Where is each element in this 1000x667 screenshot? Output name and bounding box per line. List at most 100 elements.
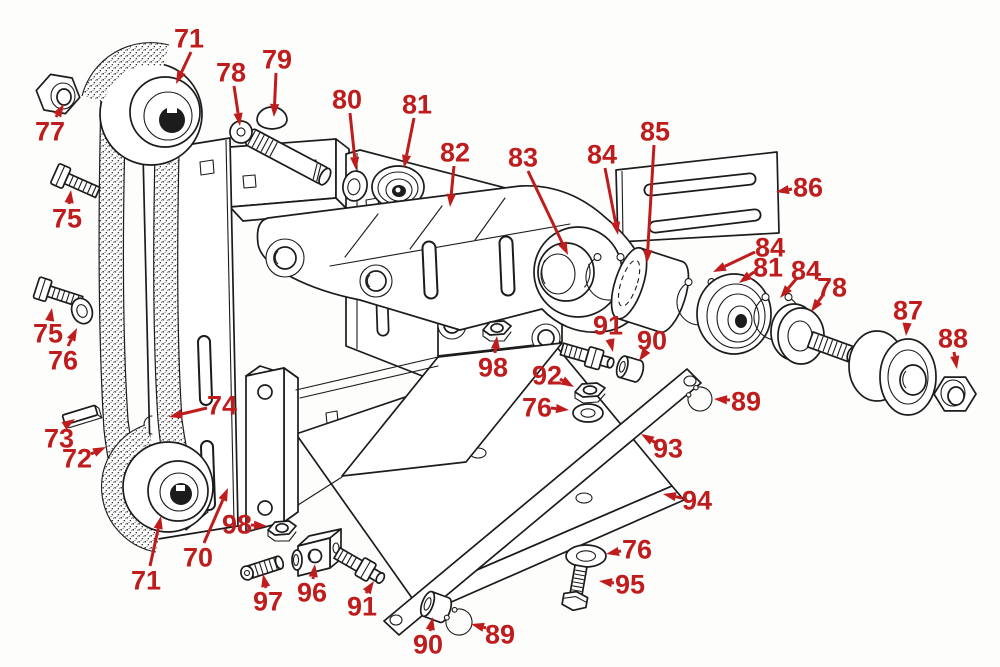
part-90-bushing-upper	[615, 355, 645, 383]
part-90-bushing-lower	[419, 590, 453, 624]
callout-arrow-line	[603, 167, 617, 223]
callout-arrowhead	[362, 581, 374, 595]
callout-arrow-line	[202, 499, 225, 544]
callout-94: 94	[663, 486, 712, 516]
callout-arrow-line	[54, 114, 59, 118]
callout-arrowhead	[714, 395, 728, 405]
callout-71a: 71	[174, 24, 204, 84]
part-78-shaft-right	[770, 303, 858, 365]
callout-arrowhead	[45, 308, 55, 322]
part-number-label: 84	[755, 233, 785, 263]
callout-78b: 78	[811, 273, 847, 312]
callout-75b: 75	[33, 308, 63, 349]
callout-arrowhead	[92, 447, 106, 457]
callout-arrowhead	[739, 271, 753, 283]
callout-arrowhead	[350, 156, 360, 170]
part-number-label: 89	[731, 387, 761, 417]
callout-96: 96	[297, 564, 327, 608]
callout-76c: 76	[48, 328, 78, 376]
part-97-set-screw	[240, 555, 285, 581]
callout-89a: 89	[714, 387, 761, 417]
part-number-label: 85	[640, 117, 670, 147]
callout-77: 77	[35, 104, 65, 147]
callout-arrowhead	[67, 328, 77, 342]
callout-arrow-line	[651, 439, 657, 445]
callout-75a: 75	[52, 190, 82, 234]
part-number-label: 80	[332, 85, 362, 115]
part-number-label: 77	[35, 117, 65, 147]
callout-74: 74	[169, 391, 237, 421]
part-number-label: 79	[262, 45, 292, 75]
callout-arrowhead	[61, 419, 75, 430]
callout-82: 82	[440, 138, 470, 207]
callout-arrowhead	[811, 298, 823, 312]
callout-arrowhead	[446, 193, 456, 207]
part-76-washer-bottom	[565, 544, 607, 568]
callout-93: 93	[641, 434, 683, 464]
part-75-bolt-top	[50, 163, 101, 199]
part-93-brace-bar	[383, 368, 702, 636]
callout-arrowhead	[153, 516, 163, 530]
part-76-washer-left	[70, 297, 94, 325]
callout-arrowhead	[169, 409, 183, 419]
callout-72: 72	[62, 444, 106, 474]
callout-arrowhead	[606, 546, 620, 556]
callout-89b: 89	[471, 620, 515, 650]
callout-arrow-line	[788, 187, 793, 192]
part-number-label: 76	[48, 346, 78, 376]
callout-arrow-line	[348, 112, 357, 158]
callout-arrow-line	[90, 451, 95, 456]
part-number-label: 91	[593, 311, 623, 341]
part-number-label: 81	[753, 253, 783, 283]
callout-arrow-line	[787, 277, 799, 290]
callout-arrowhead	[641, 434, 655, 445]
part-number-label: 78	[817, 273, 847, 303]
part-96-block	[291, 528, 342, 577]
callout-arrow-line	[364, 590, 369, 594]
callout-arrowhead	[713, 262, 727, 272]
callout-84c: 84	[780, 256, 821, 298]
callout-73: 73	[44, 419, 75, 454]
part-number-label: 90	[637, 326, 667, 356]
part-number-label: 90	[413, 630, 443, 660]
part-87-pulley-right	[848, 330, 937, 416]
part-91-bolt-upper	[559, 342, 615, 371]
part-73-key	[61, 404, 103, 429]
callout-arrow-line	[724, 250, 756, 268]
part-number-label: 84	[587, 140, 617, 170]
callout-arrowhead	[490, 336, 501, 350]
callout-86: 86	[776, 173, 823, 203]
callout-95: 95	[599, 570, 645, 600]
part-88-lock-nut	[933, 376, 977, 412]
callout-arrowhead	[269, 103, 280, 117]
callout-81a: 81	[402, 90, 432, 168]
callout-71b: 71	[131, 516, 163, 596]
callout-arrow-line	[559, 377, 564, 382]
callout-79: 79	[262, 45, 292, 117]
callout-76a: 76	[522, 393, 569, 423]
callout-arrow-line	[952, 351, 957, 357]
part-number-label: 96	[297, 578, 327, 608]
callout-arrowhead	[402, 154, 412, 168]
part-71-pulley-top	[99, 62, 203, 166]
part-number-label: 82	[440, 138, 470, 168]
callout-arrowhead	[780, 285, 792, 298]
part-91-bolt-lower	[333, 546, 386, 584]
part-number-label: 71	[174, 24, 204, 54]
part-number-label: 89	[485, 620, 515, 650]
callout-arrow-line	[180, 51, 193, 73]
callout-arrow-line	[550, 406, 557, 411]
callout-arrowhead	[599, 578, 613, 588]
part-number-label: 74	[207, 391, 237, 421]
callout-arrowhead	[560, 376, 574, 387]
callout-88: 88	[938, 324, 968, 369]
part-89-e-clip-lower	[443, 606, 473, 636]
part-number-label: 95	[615, 570, 645, 600]
callout-arrow-line	[232, 85, 240, 114]
callout-arrowhead	[64, 190, 74, 204]
part-number-label: 86	[793, 173, 823, 203]
callout-92: 92	[532, 361, 574, 391]
